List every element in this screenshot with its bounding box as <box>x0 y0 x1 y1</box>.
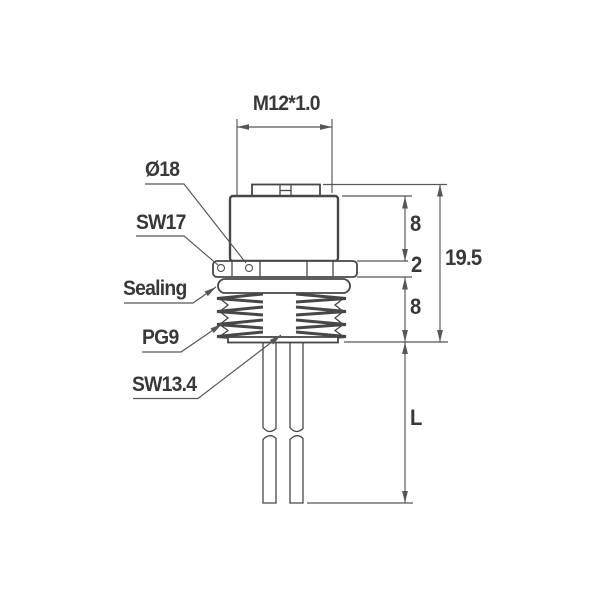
dimension-lines <box>237 124 443 503</box>
leader-dot-diameter-18 <box>244 263 254 273</box>
leader-sw17 <box>136 235 219 266</box>
leader-pg9 <box>142 323 223 353</box>
leader-diameter-18 <box>145 183 247 264</box>
leader-lines <box>124 183 282 400</box>
wires <box>262 342 304 504</box>
hex-nut <box>212 260 358 278</box>
m12-thread-stub <box>251 183 321 198</box>
dim-text-8-top: 8 <box>410 211 421 236</box>
pg9-thread <box>216 292 347 342</box>
leader-sealing <box>124 286 217 304</box>
dim-text-8-bottom: 8 <box>410 294 421 319</box>
label-sealing: Sealing <box>123 277 187 300</box>
extension-lines <box>236 119 448 504</box>
connector-body <box>228 194 340 263</box>
dim-text-19-5: 19.5 <box>445 245 482 270</box>
label-sw17: SW17 <box>136 211 186 234</box>
label-diameter-18: Ø18 <box>145 158 180 181</box>
label-pg9: PG9 <box>142 326 179 349</box>
gland-base-plate <box>227 336 339 344</box>
label-m12-thread: M12*1.0 <box>252 92 321 115</box>
leader-sw13-4 <box>133 334 282 400</box>
leader-dot-sw17 <box>216 263 226 273</box>
label-sw13-4: SW13.4 <box>132 373 197 396</box>
sealing-ring <box>217 278 351 294</box>
dim-text-L: L <box>410 405 422 430</box>
dim-text-2: 2 <box>411 252 422 277</box>
